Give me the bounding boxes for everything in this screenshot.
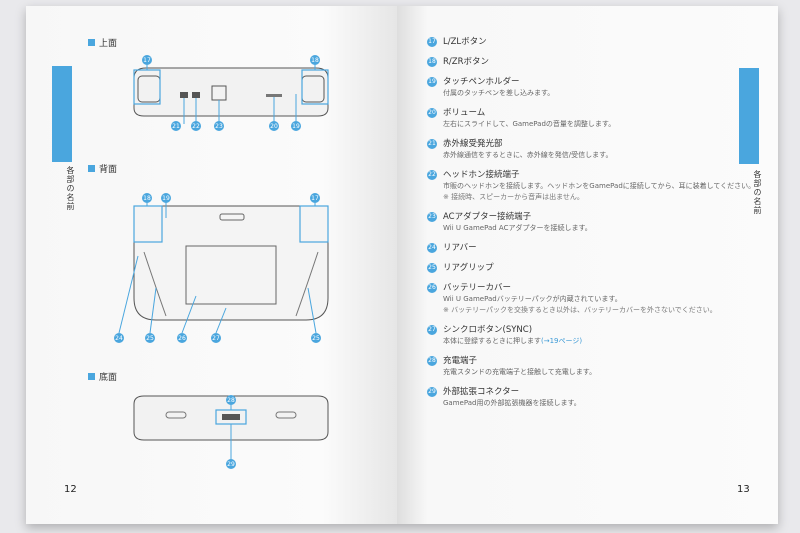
callout-label: 25 (312, 335, 320, 342)
item-number-badge: 29 (427, 387, 437, 397)
callout-label: 18 (311, 57, 319, 64)
parts-list-item: 19 タッチペンホルダー付属のタッチペンを差し込みます。 (427, 76, 757, 99)
callout-label: 21 (172, 123, 180, 130)
item-title: リアグリップ (443, 263, 494, 273)
callout-label: 28 (227, 397, 235, 404)
callout-label: 29 (227, 461, 235, 468)
callout-label: 26 (178, 335, 186, 342)
item-description-text: Wii U GamePad ACアダプターを接続します。 (443, 224, 592, 232)
top-view-diagram: 17 18 21 22 23 20 19 (133, 55, 329, 131)
item-description-text: 付属のタッチペンを差し込みます。 (443, 89, 555, 97)
page-number-right: 13 (737, 484, 750, 495)
page-number-left: 12 (64, 484, 77, 495)
parts-list-item: 24 リアバー (427, 242, 757, 254)
callout-label: 20 (270, 123, 278, 130)
item-note: ※ バッテリーパックを交換するとき以外は、バッテリーカバーを外さないでください。 (443, 306, 717, 314)
item-description: 赤外線通信をするときに、赤外線を発信/受信します。 (443, 150, 612, 161)
item-description-text: 市販のヘッドホンを接続します。ヘッドホンをGamePadに接続してから、耳に装着… (443, 182, 756, 190)
callout-label: 22 (192, 123, 200, 130)
item-description-text: 充電スタンドの充電端子と接触して充電します。 (443, 368, 597, 376)
bottom-view-diagram: 28 29 (133, 395, 329, 469)
callout-label: 25 (146, 335, 154, 342)
callout-label: 19 (292, 123, 300, 130)
section-tab (52, 66, 72, 162)
item-description: 市販のヘッドホンを接続します。ヘッドホンをGamePadに接続してから、耳に装着… (443, 181, 755, 192)
item-number-badge: 23 (427, 212, 437, 222)
item-title: ヘッドホン接続端子 (443, 170, 520, 180)
parts-list-item: 17 L/ZLボタン (427, 36, 757, 48)
item-number-badge: 20 (427, 108, 437, 118)
parts-list-item: 29 外部拡張コネクター GamePad用の外部拡張機器を接続します。 (427, 386, 757, 409)
item-description: 付属のタッチペンを差し込みます。 (443, 88, 554, 99)
item-number-badge: 18 (427, 57, 437, 67)
item-note: ※ 接続時、スピーカーから音声は出ません。 (443, 193, 584, 201)
section-heading-bottom: 底面 (88, 370, 117, 383)
section-title: 背面 (99, 165, 118, 175)
parts-list-item: 22 ヘッドホン接続端子市販のヘッドホンを接続します。ヘッドホンをGamePadに… (427, 169, 757, 203)
parts-list-item: 28 充電端子充電スタンドの充電端子と接触して充電します。 (427, 355, 757, 378)
left-page: 各部の名前 上面 17 18 (26, 6, 397, 524)
item-description: GamePad用の外部拡張機器を接続します。 (443, 398, 581, 409)
item-title: 充電端子 (443, 356, 478, 366)
item-title: 赤外線受発光部 (443, 139, 503, 149)
item-title: タッチペンホルダー (443, 77, 520, 87)
right-page: 17 L/ZLボタン 18 R/ZRボタン 19 タッチペンホルダー付属のタッチペンを差し… (397, 6, 778, 524)
side-label: 各部の名前 (66, 166, 75, 211)
parts-list-item: 26 バッテリーカバー Wii U GamePadバッテリーパックが内蔵されています… (427, 282, 757, 316)
item-title: シンクロボタン(SYNC) (443, 325, 533, 335)
parts-list-item: 25 リアグリップ (427, 262, 757, 274)
callout-label: 24 (115, 335, 123, 342)
parts-list-item: 20 ボリューム左右にスライドして、GamePadの音量を調整します。 (427, 107, 757, 130)
parts-list-item: 21 赤外線受発光部赤外線通信をするときに、赤外線を発信/受信します。 (427, 138, 757, 161)
item-number-badge: 22 (427, 170, 437, 180)
item-description-text: 左右にスライドして、GamePadの音量を調整します。 (443, 120, 616, 128)
item-number-badge: 26 (427, 283, 437, 293)
manual-spread: 各部の名前 上面 17 18 (26, 6, 778, 524)
section-heading-top: 上面 (88, 36, 117, 49)
item-description: 充電スタンドの充電端子と接触して充電します。 (443, 367, 596, 378)
item-number-badge: 19 (427, 77, 437, 87)
callout-label: 27 (212, 335, 220, 342)
bullet-square-icon (88, 39, 95, 46)
item-description: Wii U GamePad ACアダプターを接続します。 (443, 223, 592, 234)
parts-list-item: 23 ACアダプター接続端子 Wii U GamePad ACアダプターを接続します… (427, 211, 757, 234)
bullet-square-icon (88, 373, 95, 380)
item-number-badge: 24 (427, 243, 437, 253)
item-title: ボリューム (443, 108, 486, 118)
item-number-badge: 21 (427, 139, 437, 149)
item-description-text: 赤外線通信をするときに、赤外線を発信/受信します。 (443, 151, 613, 159)
item-number-badge: 25 (427, 263, 437, 273)
section-title: 底面 (99, 373, 118, 383)
item-title: 外部拡張コネクター (443, 387, 520, 397)
page-reference-link[interactable]: (→19ページ) (541, 337, 583, 345)
item-description: 左右にスライドして、GamePadの音量を調整します。 (443, 119, 615, 130)
item-number-badge: 27 (427, 325, 437, 335)
bullet-square-icon (88, 165, 95, 172)
item-title: リアバー (443, 243, 477, 253)
section-heading-back: 背面 (88, 162, 117, 175)
parts-list: 17 L/ZLボタン 18 R/ZRボタン 19 タッチペンホルダー付属のタッチペンを差し… (427, 36, 757, 417)
back-view-diagram: 18 19 17 24 25 26 27 25 (114, 193, 329, 343)
section-tab (739, 68, 759, 164)
callout-label: 18 (143, 195, 151, 202)
item-number-badge: 17 (427, 37, 437, 47)
item-title: バッテリーカバー (443, 283, 512, 293)
item-title: ACアダプター接続端子 (443, 212, 532, 222)
section-title: 上面 (99, 39, 118, 49)
item-title: L/ZLボタン (443, 37, 487, 47)
side-label: 各部の名前 (753, 170, 762, 215)
item-title: R/ZRボタン (443, 57, 489, 67)
item-description: Wii U GamePadバッテリーパックが内蔵されています。 (443, 294, 717, 305)
item-description-text: 本体に登録するときに押します (443, 337, 541, 345)
item-description-text: GamePad用の外部拡張機器を接続します。 (443, 399, 581, 407)
parts-list-item: 18 R/ZRボタン (427, 56, 757, 68)
callout-label: 19 (162, 195, 170, 202)
item-number-badge: 28 (427, 356, 437, 366)
callout-label: 17 (143, 57, 151, 64)
callout-label: 23 (215, 123, 223, 130)
callout-label: 17 (311, 195, 319, 202)
item-description: 本体に登録するときに押します(→19ページ) (443, 336, 582, 347)
item-description-text: Wii U GamePadバッテリーパックが内蔵されています。 (443, 295, 622, 303)
